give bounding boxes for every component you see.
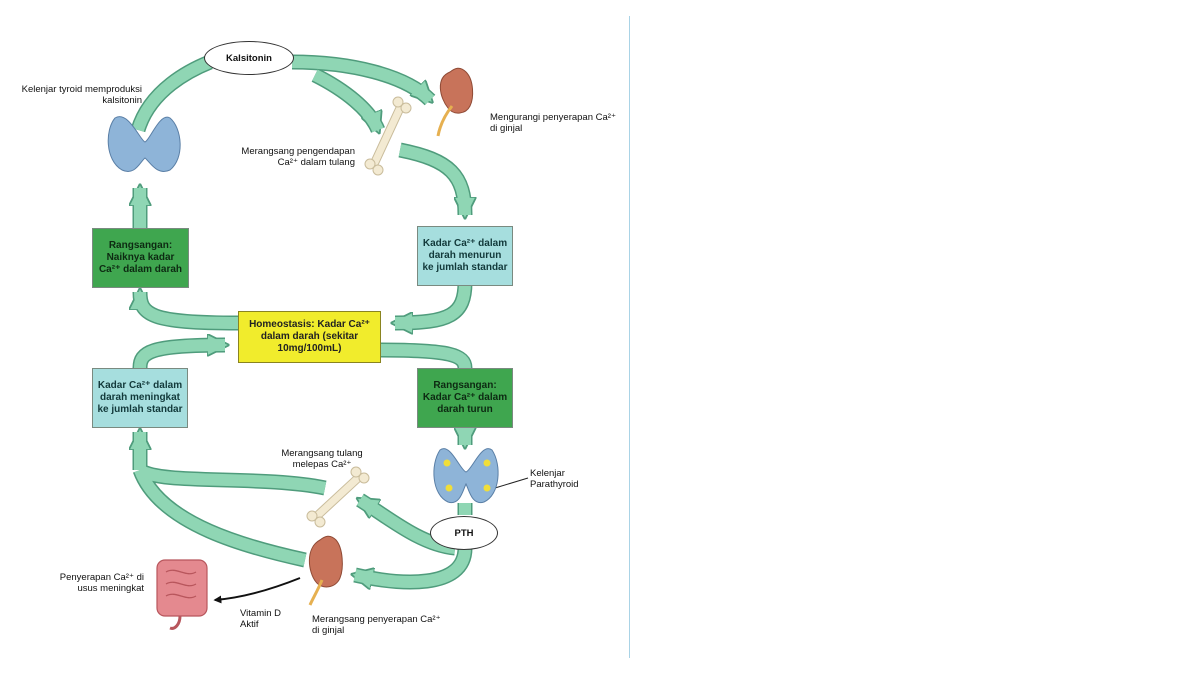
parathyroid-icon	[433, 448, 499, 504]
bone-icon-lower	[306, 466, 370, 528]
kalsitonin-oval: Kalsitonin	[204, 41, 294, 75]
kidney-icon-lower	[308, 535, 343, 606]
vitamin-d-label: Vitamin D Aktif	[240, 608, 282, 630]
bone-release-label: Merangsang tulang melepas Ca²⁺	[281, 448, 363, 470]
level-decreased-box: Kadar Ca²⁺ dalam darah menurun ke jumlah…	[417, 226, 513, 286]
reduce-absorption-label: Mengurangi penyerapan Ca²⁺ di ginjal	[490, 112, 616, 134]
level-increased-box: Kadar Ca²⁺ dalam darah meningkat ke juml…	[92, 368, 188, 428]
intestine-icon	[156, 559, 208, 630]
divider-line	[629, 16, 630, 658]
bone-deposit-label: Merangsang pengendapan Ca²⁺ dalam tulang	[241, 146, 355, 168]
calcium-homeostasis-diagram: Kalsitonin PTH Rangsangan: Naiknya kadar…	[21, 41, 616, 636]
stimulus-fall-box: Rangsangan: Kadar Ca²⁺ dalam darah turun	[417, 368, 513, 428]
homeostasis-box: Homeostasis: Kadar Ca²⁺ dalam darah (sek…	[238, 311, 381, 363]
thyroid-icon	[107, 116, 181, 172]
parathyroid-pointer	[494, 477, 529, 489]
intestine-absorption-label: Penyerapan Ca²⁺ di usus meningkat	[59, 572, 144, 594]
stimulus-rise-box: Rangsangan: Naiknya kadar Ca²⁺ dalam dar…	[92, 228, 189, 288]
kidney-absorption-label: Merangsang penyerapan Ca²⁺ di ginjal	[312, 614, 441, 636]
vitamin-d-arrow	[213, 577, 301, 604]
kidney-icon	[436, 67, 474, 137]
bone-icon	[364, 96, 412, 176]
pth-oval: PTH	[430, 516, 498, 550]
parathyroid-label: Kelenjar Parathyroid	[530, 468, 579, 490]
thyroid-label: Kelenjar tyroid memproduksi kalsitonin	[21, 84, 142, 106]
